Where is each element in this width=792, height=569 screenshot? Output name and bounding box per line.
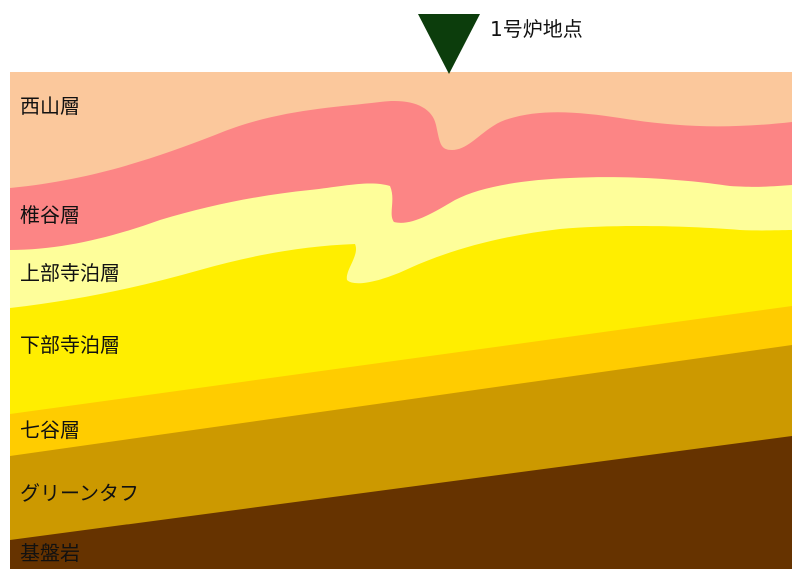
layer-label-shiiya: 椎谷層 — [20, 203, 80, 227]
layer-label-green-tuff: グリーンタフ — [20, 481, 139, 505]
layer-label-lower-teradomari: 下部寺泊層 — [20, 333, 120, 357]
inverted-triangle-icon — [418, 14, 480, 74]
layer-label-nishiyama: 西山層 — [20, 94, 80, 118]
marker-label: 1号炉地点 — [490, 17, 583, 41]
layer-label-nanatani: 七谷層 — [20, 418, 80, 442]
layer-label-upper-teradomari: 上部寺泊層 — [20, 261, 120, 285]
layer-label-basement: 基盤岩 — [20, 541, 80, 565]
layer-basement-fill — [10, 436, 792, 569]
